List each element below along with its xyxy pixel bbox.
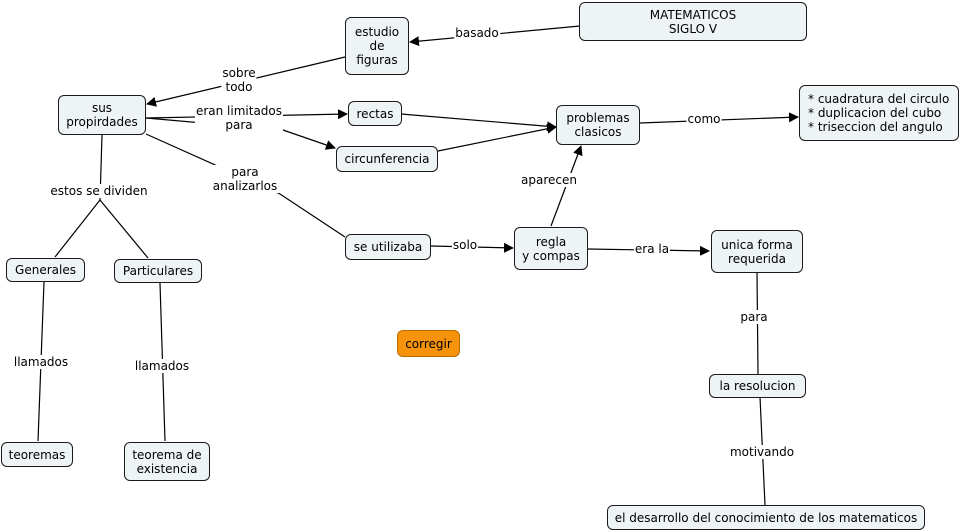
label-estos-se-dividen: estos se dividen <box>49 184 149 198</box>
label-para-analizarlos: para analizarlos <box>211 165 279 193</box>
label-eran-limitados: eran limitados para <box>194 104 284 132</box>
node-el-desarrollo[interactable]: el desarrollo del conocimiento de los ma… <box>607 505 925 530</box>
label-llamados-generales: llamados <box>12 355 70 369</box>
node-teoremas[interactable]: teoremas <box>1 442 73 467</box>
label-para: para <box>739 310 769 324</box>
node-unica-forma-requerida[interactable]: unica forma requerida <box>711 230 803 273</box>
label-aparecen: aparecen <box>520 173 578 187</box>
node-circunferencia[interactable]: circunferencia <box>336 146 438 172</box>
node-matematicos-siglo-v[interactable]: MATEMATICOS SIGLO V <box>579 2 807 41</box>
node-estudio-de-figuras[interactable]: estudio de figuras <box>345 17 409 75</box>
node-problemas-clasicos[interactable]: problemas clasicos <box>556 105 640 145</box>
node-la-resolucion[interactable]: la resolucion <box>709 374 806 398</box>
node-sus-propiedades[interactable]: sus propirdades <box>58 95 146 135</box>
label-basado: basado <box>454 26 500 40</box>
node-regla-y-compas[interactable]: regla y compas <box>514 227 588 270</box>
link-circ-problemas <box>437 123 557 152</box>
link-divide-generales <box>54 199 101 258</box>
label-era-la: era la <box>633 242 671 256</box>
label-motivando: motivando <box>728 445 796 459</box>
node-problemas-list[interactable]: * cuadratura del circulo * duplicacion d… <box>799 85 959 141</box>
label-sobre-todo: sobre todo <box>221 66 257 94</box>
label-solo: solo <box>451 238 479 252</box>
link-divide-particulares <box>99 199 149 259</box>
node-particulares[interactable]: Particulares <box>114 259 202 283</box>
node-corregir[interactable]: corregir <box>397 330 460 357</box>
label-como: como <box>686 112 722 126</box>
node-generales[interactable]: Generales <box>6 258 85 282</box>
label-llamados-particulares: llamados <box>133 359 191 373</box>
link-rectas-problemas <box>400 113 557 132</box>
node-teorema-de-existencia[interactable]: teorema de existencia <box>124 442 210 481</box>
link-para-analizarlos <box>145 133 346 238</box>
node-rectas[interactable]: rectas <box>348 101 402 126</box>
node-se-utilizaba[interactable]: se utilizaba <box>345 234 431 260</box>
